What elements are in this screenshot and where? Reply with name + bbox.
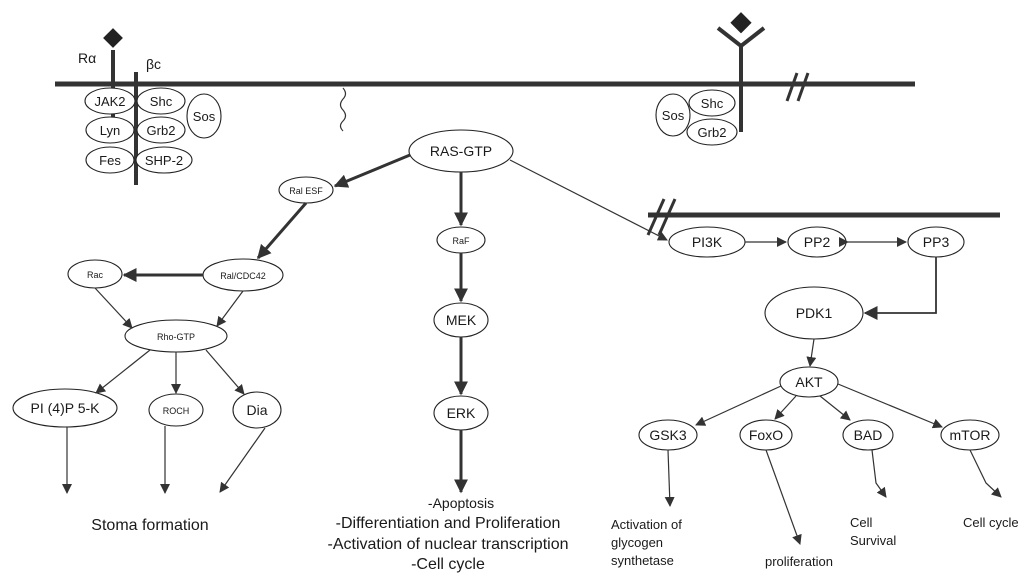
receptor-ligand-diamond bbox=[103, 28, 123, 48]
node-bad bbox=[842, 419, 894, 451]
membrane-break-mark bbox=[646, 198, 677, 236]
node-shc bbox=[136, 87, 186, 115]
arrow-pp3-to-pdk1 bbox=[863, 257, 937, 320]
node-shc-label: Shc bbox=[150, 94, 173, 109]
arrow-rac-to-rhogtp bbox=[94, 287, 133, 329]
arrow-bad-to-outcome bbox=[871, 449, 887, 498]
node-mtor-label: mTOR bbox=[950, 427, 991, 443]
outcome-mtor: Cell cycle bbox=[963, 515, 1019, 530]
node-shc-right bbox=[688, 89, 736, 117]
receptor-left: Rα βc JAK2 Shc Sos Lyn Grb2 Fes SHP-2 bbox=[78, 28, 222, 185]
node-grb2-label: Grb2 bbox=[147, 123, 176, 138]
outcome-erk-line-4: -Cell cycle bbox=[411, 556, 485, 573]
node-ral-esf-label: Ral ESF bbox=[289, 186, 323, 196]
node-akt-label: AKT bbox=[795, 374, 823, 390]
node-roch-label: ROCH bbox=[163, 406, 190, 416]
node-akt bbox=[779, 366, 839, 398]
receptor-ligand-diamond bbox=[730, 12, 752, 34]
outcome-bad-line-1: Cell bbox=[850, 515, 873, 530]
receptor-alpha-label: Rα bbox=[78, 50, 96, 66]
arrow-akt-to-mtor bbox=[837, 383, 943, 429]
outcome-erk-line-3: -Activation of nuclear transcription bbox=[328, 536, 569, 553]
node-dia-label: Dia bbox=[246, 402, 267, 418]
node-dia bbox=[232, 391, 282, 429]
arrow-akt-to-foxo bbox=[774, 395, 797, 420]
node-mek-label: MEK bbox=[446, 312, 477, 328]
arrow-akt-to-bad bbox=[819, 395, 851, 421]
outcome-gsk3-line-2: glycogen bbox=[611, 535, 663, 550]
node-fes bbox=[85, 146, 135, 174]
node-fes-label: Fes bbox=[99, 153, 121, 168]
node-grb2 bbox=[136, 116, 186, 144]
node-lyn bbox=[85, 116, 135, 144]
node-sos-right bbox=[655, 93, 691, 137]
ras-membrane-anchor bbox=[339, 87, 347, 132]
node-shp2-label: SHP-2 bbox=[145, 153, 183, 168]
node-sos-label: Sos bbox=[193, 109, 216, 124]
outcome-gsk3-line-3: synthetase bbox=[611, 553, 674, 568]
node-roch bbox=[148, 393, 204, 427]
node-pp3-label: PP3 bbox=[923, 234, 950, 250]
node-shc-right-label: Shc bbox=[701, 96, 724, 111]
outcome-stoma-formation: Stoma formation bbox=[91, 517, 208, 534]
arrow-ras-to-ralesf bbox=[333, 153, 411, 188]
arrow-ras-to-pi3k bbox=[509, 159, 668, 241]
arrow-ralcdc42-to-rhogtp bbox=[216, 290, 244, 327]
node-rac-label: Rac bbox=[87, 270, 104, 280]
node-pdk1-label: PDK1 bbox=[796, 305, 833, 321]
arrow-akt-to-gsk3 bbox=[695, 385, 782, 426]
arrow-gsk3-to-outcome bbox=[664, 449, 675, 507]
node-jak2 bbox=[84, 87, 136, 115]
node-ral-cdc42-label: Ral/CDC42 bbox=[220, 271, 266, 281]
outcome-erk-line-2: -Differentiation and Proliferation bbox=[336, 515, 561, 532]
outcome-bad-line-2: Survival bbox=[850, 533, 896, 548]
node-pp2-label: PP2 bbox=[804, 234, 831, 250]
node-pi3k-label: PI3K bbox=[692, 234, 723, 250]
node-erk-label: ERK bbox=[447, 405, 476, 421]
outcome-gsk3-line-1: Activation of bbox=[611, 517, 682, 532]
node-lyn-label: Lyn bbox=[100, 123, 120, 138]
outcome-foxo: proliferation bbox=[765, 554, 833, 569]
node-pi4p5k-label: PI (4)P 5-K bbox=[31, 400, 101, 416]
node-rho-gtp-label: Rho-GTP bbox=[157, 332, 195, 342]
node-shp2 bbox=[135, 146, 193, 174]
node-grb2-right bbox=[686, 118, 738, 146]
arrow-pdk1-to-akt bbox=[806, 338, 817, 367]
node-sos-right-label: Sos bbox=[662, 108, 685, 123]
node-gsk3-label: GSK3 bbox=[649, 427, 687, 443]
node-grb2-right-label: Grb2 bbox=[698, 125, 727, 140]
node-ras-gtp-label: RAS-GTP bbox=[430, 143, 492, 159]
node-raf-label: RaF bbox=[452, 236, 470, 246]
arrow-ralesf-to-ralcdc42 bbox=[256, 202, 308, 260]
receptor-right: Sos Shc Grb2 bbox=[655, 12, 766, 146]
arrow-foxo-to-outcome bbox=[765, 449, 802, 545]
node-pi4p5k bbox=[12, 388, 118, 428]
arrow-rhogtp-to-pi4p5k bbox=[95, 349, 151, 394]
node-sos bbox=[186, 93, 222, 139]
arrow-mtor-to-outcome bbox=[969, 449, 1002, 498]
node-foxo-label: FoxO bbox=[749, 427, 783, 443]
membrane-break-mark bbox=[785, 72, 810, 102]
outcome-erk-line-1: -Apoptosis bbox=[428, 495, 494, 511]
arrow-rhogtp-to-dia bbox=[205, 349, 245, 395]
node-jak2-label: JAK2 bbox=[94, 94, 125, 109]
node-bad-label: BAD bbox=[854, 427, 883, 443]
receptor-beta-label: βc bbox=[146, 56, 161, 72]
arrow-dia-to-stoma bbox=[219, 427, 266, 493]
